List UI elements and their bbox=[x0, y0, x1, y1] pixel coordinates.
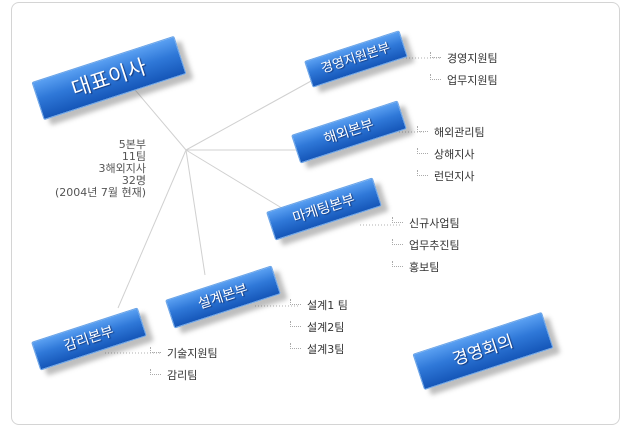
teams-marketing: 신규사업팀 업무추진팀 홍보팀 bbox=[392, 213, 460, 279]
summary-divisions: 5본부 bbox=[118, 138, 146, 151]
team-item: 기술지원팀 bbox=[150, 343, 218, 365]
team-item: 설계2팀 bbox=[290, 317, 348, 339]
teams-overseas: 해외관리팀 상해지사 런던지사 bbox=[417, 122, 485, 188]
summary-teams: 11팀 bbox=[121, 150, 146, 163]
company-summary: 5본부 11팀 3해외지사 32명 (2004년 7월 현재) bbox=[46, 139, 146, 199]
team-item: 감리팀 bbox=[150, 365, 218, 387]
team-item: 설계3팀 bbox=[290, 339, 348, 361]
team-item: 해외관리팀 bbox=[417, 122, 485, 144]
team-item: 업무지원팀 bbox=[430, 70, 498, 92]
team-item: 홍보팀 bbox=[392, 257, 460, 279]
team-item: 경영지원팀 bbox=[430, 48, 498, 70]
teams-management-support: 경영지원팀 업무지원팀 bbox=[430, 48, 498, 92]
team-item: 신규사업팀 bbox=[392, 213, 460, 235]
team-item: 런던지사 bbox=[417, 166, 485, 188]
team-item: 상해지사 bbox=[417, 144, 485, 166]
summary-branches: 3해외지사 bbox=[98, 162, 146, 175]
team-item: 설계1 팀 bbox=[290, 295, 348, 317]
teams-supervision: 기술지원팀 감리팀 bbox=[150, 343, 218, 387]
summary-staff: 32명 bbox=[121, 174, 146, 187]
team-item: 업무추진팀 bbox=[392, 235, 460, 257]
summary-date: (2004년 7월 현재) bbox=[54, 186, 146, 199]
teams-design: 설계1 팀 설계2팀 설계3팀 bbox=[290, 295, 348, 361]
